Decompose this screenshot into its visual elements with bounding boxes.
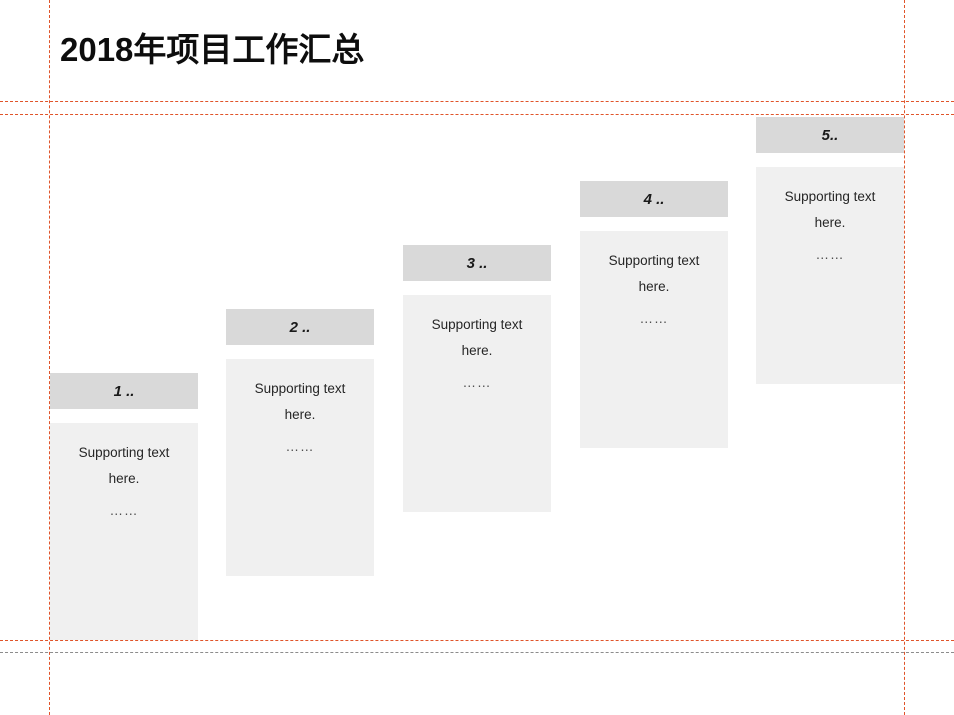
- column-3-header[interactable]: 3 ..: [403, 245, 551, 281]
- column-2-body-line-2: here.: [284, 407, 316, 422]
- column-1-body-line-2: here.: [108, 471, 140, 486]
- column-1-header[interactable]: 1 ..: [50, 373, 198, 409]
- horizontal-guide-bottom-1: [0, 640, 954, 641]
- column-5-header[interactable]: 5..: [756, 117, 904, 153]
- column-4-body-line-1: Supporting text: [608, 253, 700, 268]
- horizontal-guide-bottom-2: [0, 652, 954, 653]
- column-5-body-line-1: Supporting text: [784, 189, 876, 204]
- column-4-body[interactable]: Supporting text here. ……: [580, 231, 728, 448]
- column-2-body-line-1: Supporting text: [254, 381, 346, 396]
- staircase-column-1[interactable]: 1 .. Supporting text here. ……: [50, 373, 198, 640]
- column-3-body-line-2: here.: [461, 343, 493, 358]
- column-2-body[interactable]: Supporting text here. ……: [226, 359, 374, 576]
- column-1-body[interactable]: Supporting text here. ……: [50, 423, 198, 640]
- column-1-body-line-1: Supporting text: [78, 445, 170, 460]
- vertical-guide-right: [904, 0, 905, 715]
- column-1-body-dots: ……: [109, 503, 139, 518]
- staircase-column-2[interactable]: 2 .. Supporting text here. ……: [226, 309, 374, 576]
- column-4-body-dots: ……: [639, 311, 669, 326]
- column-3-body-dots: ……: [462, 375, 492, 390]
- column-5-body[interactable]: Supporting text here. ……: [756, 167, 904, 384]
- staircase-column-3[interactable]: 3 .. Supporting text here. ……: [403, 245, 551, 512]
- column-3-body-line-1: Supporting text: [431, 317, 523, 332]
- column-4-label: 4 ..: [643, 190, 665, 208]
- horizontal-guide-top-1: [0, 101, 954, 102]
- column-4-body-line-2: here.: [638, 279, 670, 294]
- page-title: 2018年项目工作汇总: [60, 31, 365, 68]
- column-3-label: 3 ..: [466, 254, 488, 272]
- column-1-label: 1 ..: [113, 382, 135, 400]
- column-2-label: 2 ..: [289, 318, 311, 336]
- staircase-column-4[interactable]: 4 .. Supporting text here. ……: [580, 181, 728, 448]
- column-5-body-line-2: here.: [814, 215, 846, 230]
- horizontal-guide-top-2: [0, 114, 954, 115]
- column-5-body-dots: ……: [815, 247, 845, 262]
- column-2-body-dots: ……: [285, 439, 315, 454]
- column-4-header[interactable]: 4 ..: [580, 181, 728, 217]
- column-2-header[interactable]: 2 ..: [226, 309, 374, 345]
- column-3-body[interactable]: Supporting text here. ……: [403, 295, 551, 512]
- staircase-column-5[interactable]: 5.. Supporting text here. ……: [756, 117, 904, 384]
- column-5-label: 5..: [821, 126, 839, 144]
